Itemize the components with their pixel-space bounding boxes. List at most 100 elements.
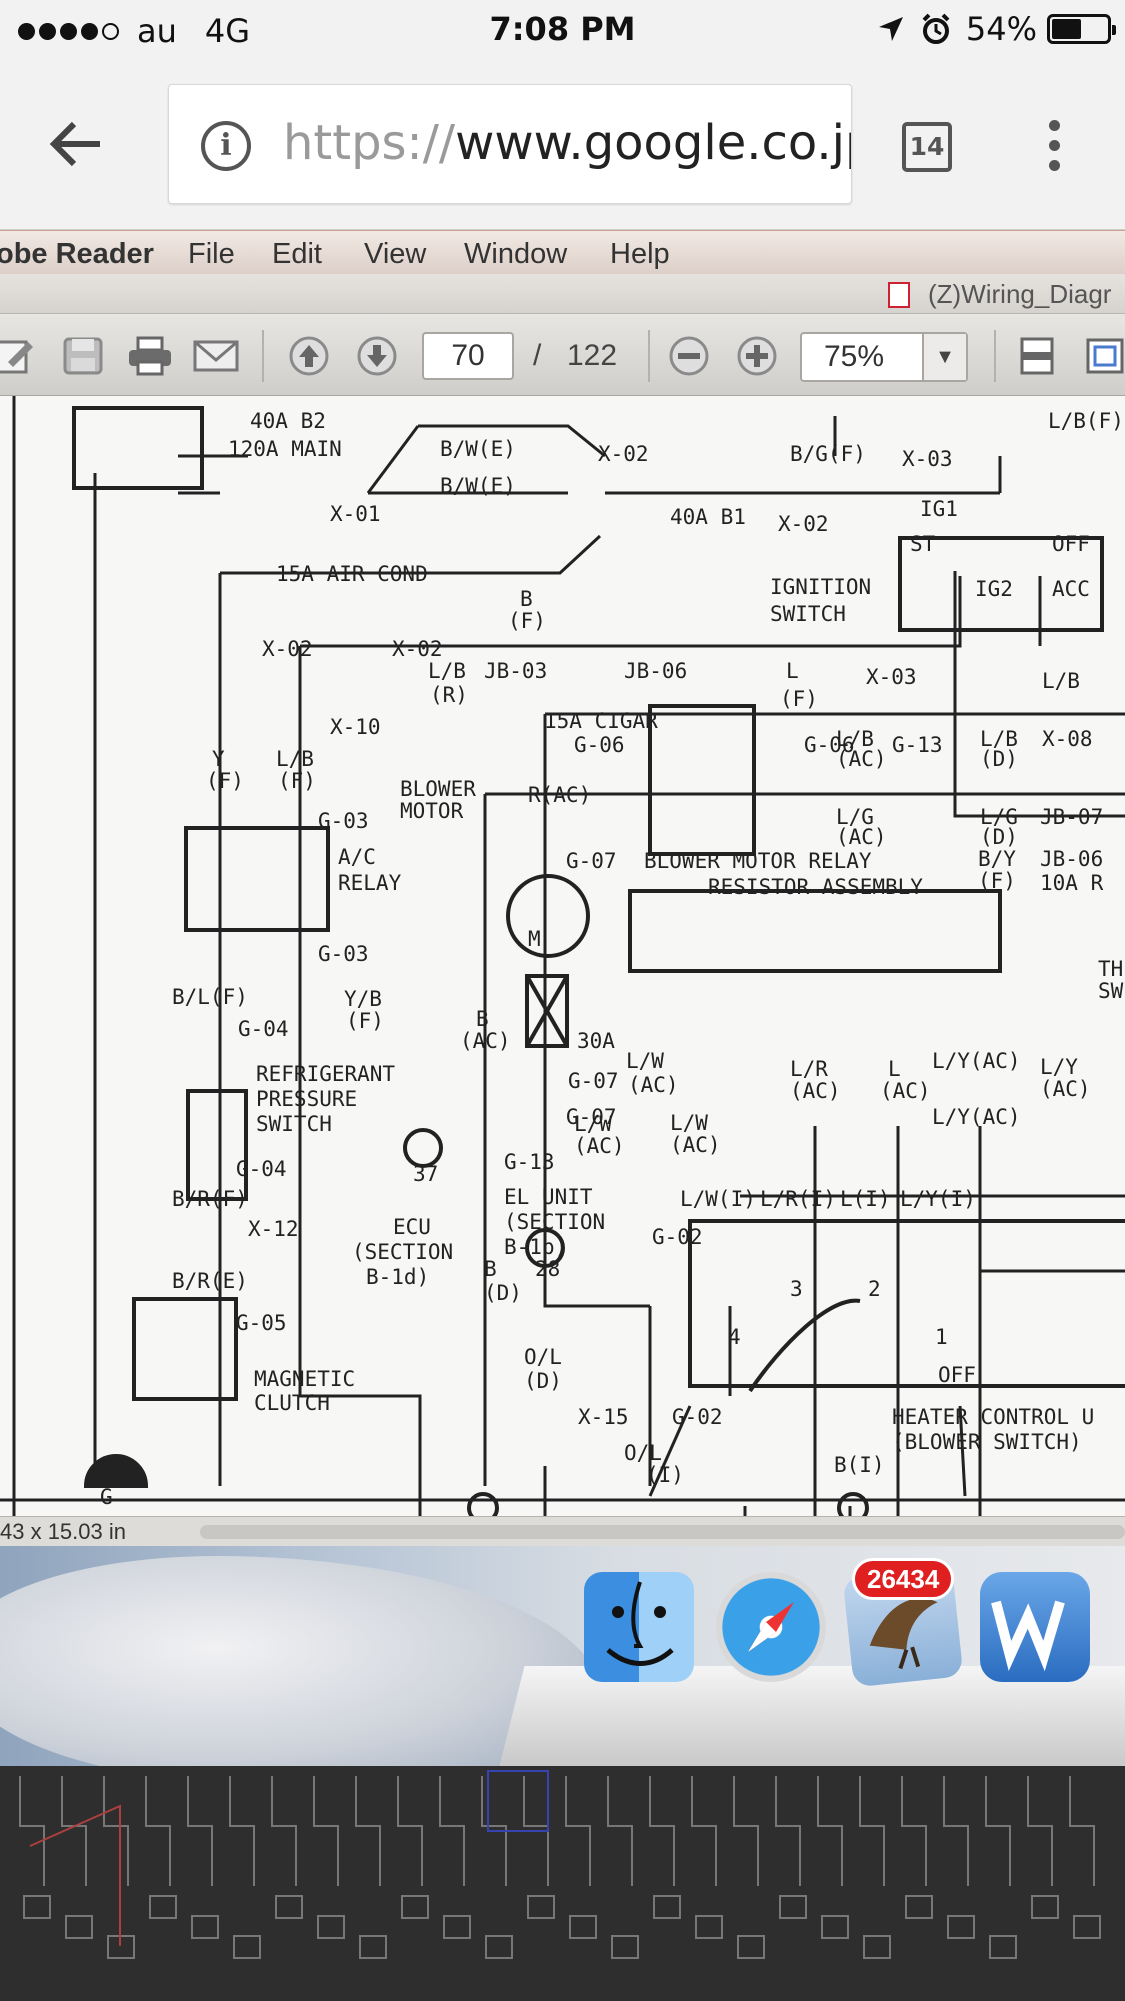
page-number-input[interactable]: 70 (422, 332, 514, 380)
diagram-label: OFF (1052, 532, 1090, 556)
safari-icon[interactable] (716, 1572, 826, 1682)
diagram-label: JB-06 (624, 659, 687, 683)
save-icon[interactable] (62, 336, 104, 376)
reflection-box (569, 1915, 597, 1939)
fit-width-icon[interactable] (1016, 336, 1058, 376)
diagram-label: ST (910, 532, 936, 556)
diagram-label: ECU (393, 1215, 431, 1239)
reflection-trace (523, 1776, 549, 1886)
reflection-trace (187, 1776, 213, 1886)
reflection-box (653, 1895, 681, 1919)
reflection-trace (943, 1776, 969, 1886)
mail-icon[interactable] (842, 1566, 964, 1688)
info-icon[interactable]: i (201, 121, 251, 171)
diagram-reflection (19, 1770, 1101, 1959)
window-title-bar: (Z)Wiring_Diagr (0, 274, 1125, 314)
signal-dot (60, 22, 77, 40)
diagram-label: L/B (836, 727, 874, 751)
menu-file[interactable]: File (188, 238, 235, 270)
back-arrow-icon[interactable] (46, 114, 126, 184)
diagram-label: X-02 (392, 637, 443, 661)
reflection-box (65, 1915, 93, 1939)
mac-menu-bar: obe Reader File Edit View Window Help (0, 230, 1125, 274)
zoom-out-icon[interactable] (666, 336, 712, 376)
previous-page-icon[interactable] (286, 336, 332, 376)
reflection-box (947, 1915, 975, 1939)
diagram-label: L (786, 659, 799, 683)
diagram-label: L/W (626, 1049, 664, 1073)
reflection-trace (985, 1776, 1011, 1886)
edit-icon[interactable] (0, 336, 36, 376)
menu-window[interactable]: Window (464, 238, 568, 270)
diagram-label: 3 (790, 1277, 803, 1301)
tab-switcher-button[interactable]: 14 (902, 122, 952, 172)
diagram-label: B (476, 1007, 489, 1031)
diagram-label: L/W (574, 1112, 612, 1136)
diagram-label: A/C (338, 845, 376, 869)
diagram-label: SWITCH (770, 602, 846, 626)
app-menu[interactable]: obe Reader (0, 238, 154, 270)
ignition-switch-box (898, 536, 1104, 632)
reflection-trace (145, 1776, 171, 1886)
address-bar[interactable]: i https://www.google.co.jp/ (168, 84, 852, 204)
diagram-label: G (100, 1485, 113, 1509)
reflection-trace (481, 1776, 507, 1886)
diagram-label: (BLOWER SWITCH) (892, 1430, 1082, 1454)
diagram-label: B/R(F) (172, 1187, 248, 1211)
reader-toolbar: 70 / 122 75% ▼ (0, 314, 1125, 396)
horizontal-scrollbar[interactable] (200, 1525, 1125, 1539)
next-page-icon[interactable] (354, 336, 400, 376)
menu-view[interactable]: View (364, 238, 427, 270)
url-host: www.google.co.jp/ (455, 115, 852, 171)
overflow-menu-icon[interactable] (1044, 120, 1064, 180)
reflection-trace (229, 1776, 255, 1886)
main-wire (366, 425, 420, 494)
diagram-label: B/G(F) (790, 442, 866, 466)
diagram-label: L/Y (1040, 1055, 1078, 1079)
reflection-box (233, 1935, 261, 1959)
diagram-label: R(AC) (528, 783, 591, 807)
diagram-label: (R) (430, 683, 468, 707)
diagram-label: 37 (413, 1162, 438, 1186)
reflection-red-line (29, 1804, 121, 1946)
email-icon[interactable] (192, 336, 240, 376)
menu-edit[interactable]: Edit (272, 238, 322, 270)
diagram-label: M (528, 927, 541, 951)
diagram-label: L/Y(I) (900, 1187, 976, 1211)
finder-icon[interactable] (584, 1572, 694, 1682)
diagram-label: G-03 (318, 942, 369, 966)
reflection-trace (439, 1776, 465, 1886)
diagram-label: Y/B (344, 987, 382, 1011)
zoom-in-icon[interactable] (734, 336, 780, 376)
pressure-switch-box (186, 1089, 248, 1201)
fit-page-icon[interactable] (1084, 336, 1125, 376)
url-text[interactable]: https://www.google.co.jp/ (283, 115, 852, 171)
reflection-box (695, 1915, 723, 1939)
diagram-label: O/L (524, 1345, 562, 1369)
pdf-file-icon (888, 282, 910, 308)
chevron-down-icon[interactable]: ▼ (922, 334, 966, 380)
battery-icon (1047, 14, 1116, 44)
diagram-label: X-02 (598, 442, 649, 466)
reflection-box (527, 1895, 555, 1919)
menu-help[interactable]: Help (610, 238, 670, 270)
diagram-label: G-13 (892, 733, 943, 757)
reflection-trace (691, 1776, 717, 1886)
reflection-box (1073, 1915, 1101, 1939)
reflection-box (317, 1915, 345, 1939)
diagram-label: B-1b) (504, 1235, 567, 1259)
page-dimensions: 43 x 15.03 in (0, 1519, 126, 1544)
diagram-label: TH (1098, 957, 1123, 981)
diagram-label: L/B (428, 659, 466, 683)
diagram-label: SWITCH (256, 1112, 332, 1136)
word-icon[interactable] (980, 1572, 1090, 1682)
reflection-box (275, 1895, 303, 1919)
reflection-trace (271, 1776, 297, 1886)
print-icon[interactable] (126, 336, 174, 376)
diagram-label: (AC) (790, 1079, 841, 1103)
zoom-select[interactable]: 75% ▼ (800, 332, 968, 382)
reflection-box (23, 1895, 51, 1919)
diagram-label: (AC) (836, 747, 887, 771)
diagram-label: G-02 (652, 1225, 703, 1249)
